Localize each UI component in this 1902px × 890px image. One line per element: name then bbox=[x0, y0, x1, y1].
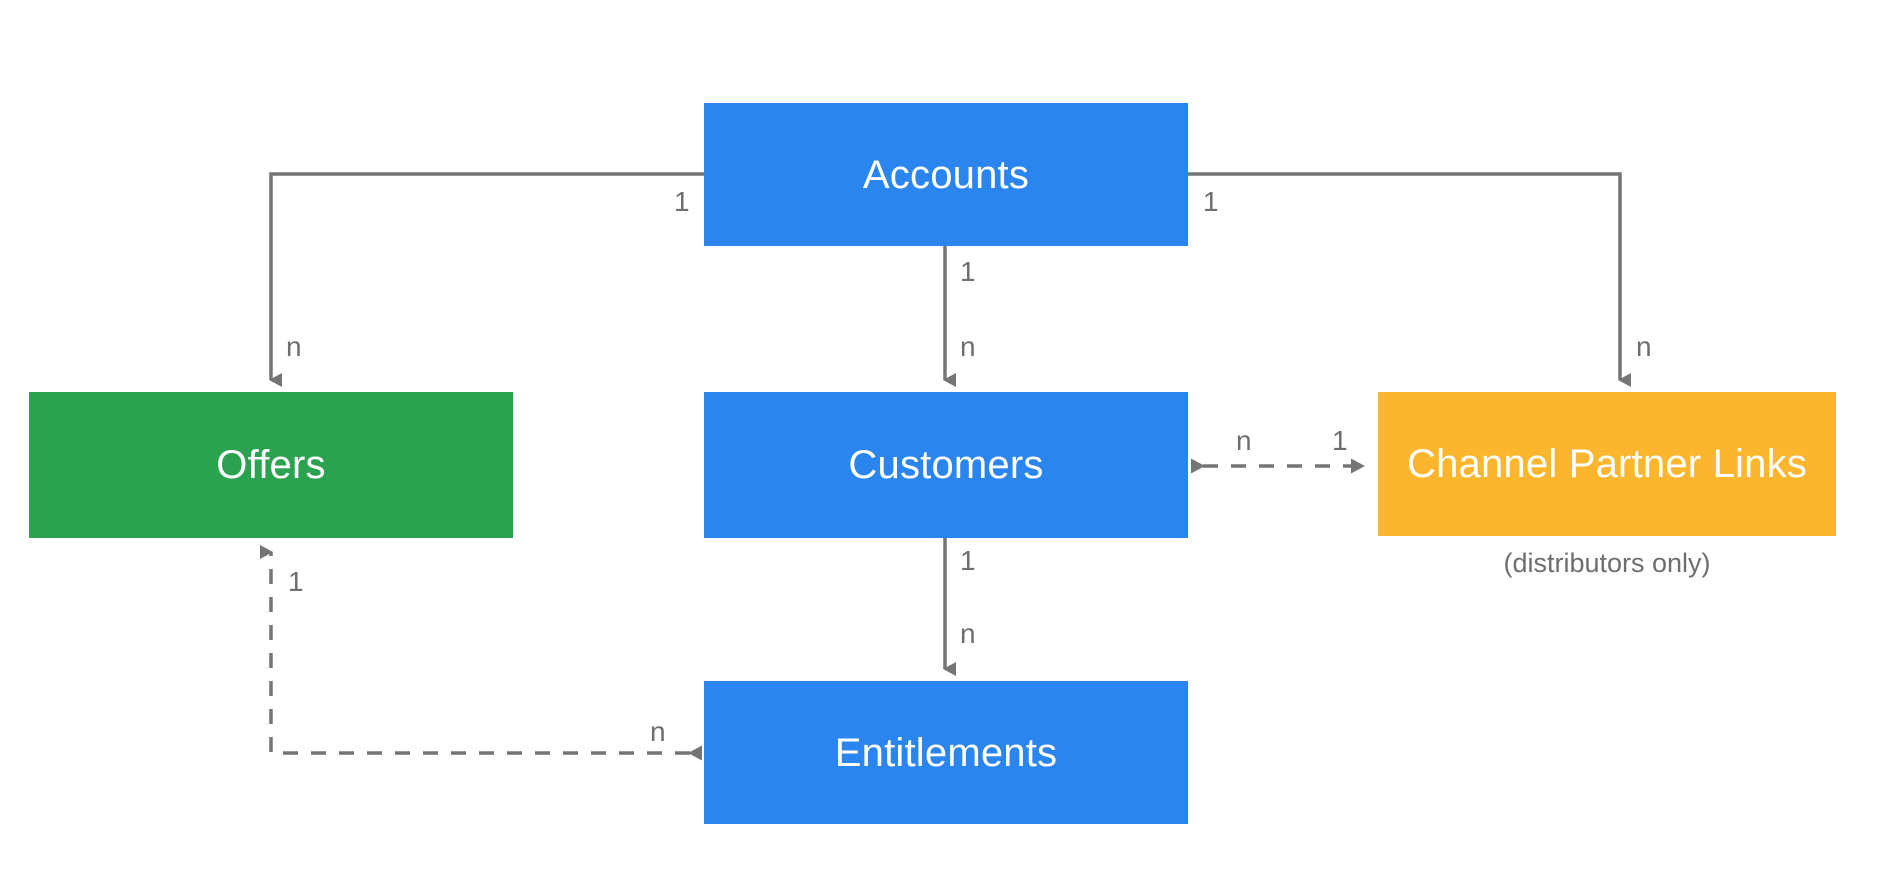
cardinality-offers-entitlements-offers-side: 1 bbox=[288, 566, 304, 597]
node-channel-partner-links[interactable]: Channel Partner Links bbox=[1378, 392, 1836, 536]
cardinality-offers-entitlements-entitlements-side: n bbox=[650, 716, 666, 747]
cardinality-accounts-channel-partner-links-target: n bbox=[1636, 331, 1652, 362]
node-entitlements-label: Entitlements bbox=[834, 730, 1058, 775]
cardinality-customers-entitlements-target: n bbox=[960, 618, 976, 649]
cardinality-customers-entitlements-source: 1 bbox=[960, 545, 976, 576]
node-offers-label: Offers bbox=[216, 443, 326, 487]
node-entitlements[interactable]: Entitlements bbox=[704, 681, 1188, 824]
edge-accounts-offers bbox=[269, 172, 704, 387]
channel-partner-links-note: (distributors only) bbox=[1503, 548, 1711, 578]
node-channel-partner-links-label: Channel Partner Links bbox=[1407, 442, 1807, 486]
node-accounts-label: Accounts bbox=[862, 152, 1030, 197]
node-offers[interactable]: Offers bbox=[29, 392, 513, 538]
cardinality-accounts-channel-partner-links-source: 1 bbox=[1203, 186, 1219, 217]
cardinality-accounts-offers-target: n bbox=[286, 331, 302, 362]
node-customers[interactable]: Customers bbox=[704, 392, 1188, 538]
cardinality-accounts-customers-target: n bbox=[960, 331, 976, 362]
node-accounts[interactable]: Accounts bbox=[704, 103, 1188, 246]
node-customers-label: Customers bbox=[848, 443, 1044, 487]
cardinality-accounts-customers-source: 1 bbox=[960, 256, 976, 287]
cardinality-customers-channel-partner-links-right: 1 bbox=[1332, 425, 1348, 456]
edge-offers-entitlements bbox=[260, 545, 702, 761]
edge-accounts-channel-partner-links bbox=[1188, 172, 1631, 387]
cardinality-customers-channel-partner-links-left: n bbox=[1236, 425, 1252, 456]
cardinality-accounts-offers-source: 1 bbox=[674, 186, 690, 217]
